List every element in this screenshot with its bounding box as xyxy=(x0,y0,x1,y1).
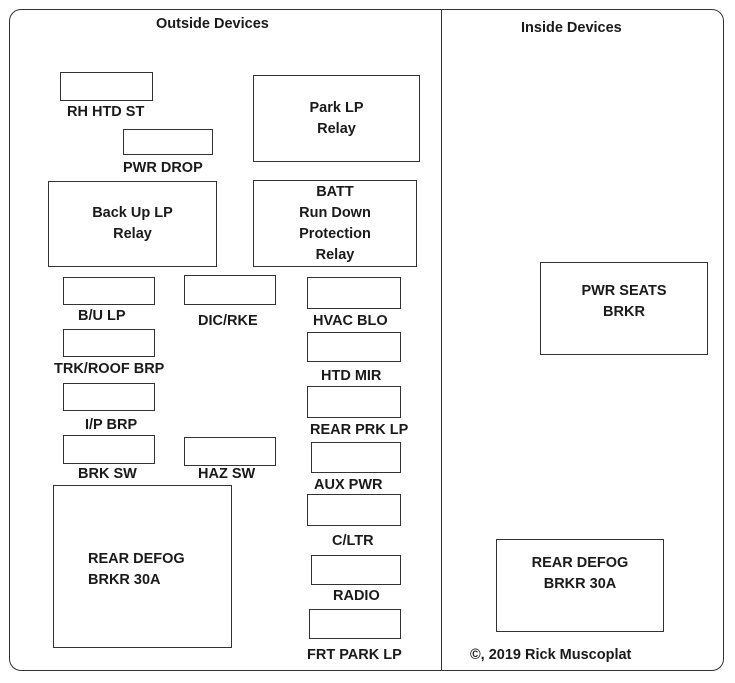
fuse-trk-roof-brp xyxy=(63,329,155,357)
relay-park-lp-line2: Relay xyxy=(317,120,356,137)
relay-batt-line4: Relay xyxy=(315,246,355,263)
breaker-pwr-seats-line2: BRKR xyxy=(603,304,645,320)
outside-devices-header: Outside Devices xyxy=(156,16,269,32)
breaker-rear-defog-inside-line1: REAR DEFOG xyxy=(531,555,629,571)
breaker-rear-defog-inside-line2: BRKR 30A xyxy=(543,576,617,592)
relay-batt-line3: Protection xyxy=(299,225,371,242)
fuse-label-bu-lp: B/U LP xyxy=(78,308,126,324)
fuse-label-hvac-blo: HVAC BLO xyxy=(313,313,388,329)
fuse-pwr-drop xyxy=(123,129,213,155)
fuse-rh-htd-st xyxy=(60,72,153,101)
relay-park-lp-line1: Park LP xyxy=(309,99,364,116)
fuse-rear-prk-lp xyxy=(307,386,401,418)
relay-batt-line1: BATT xyxy=(316,183,354,200)
fuse-label-haz-sw: HAZ SW xyxy=(198,466,256,482)
relay-batt-rundown: BATT Run Down Protection Relay xyxy=(253,180,417,267)
fuse-label-frt-park-lp: FRT PARK LP xyxy=(307,647,402,663)
fuse-bu-lp xyxy=(63,277,155,305)
fuse-frt-park-lp xyxy=(309,609,401,639)
fuse-hvac-blo xyxy=(307,277,401,309)
inside-devices-header: Inside Devices xyxy=(521,20,622,36)
relay-backup-lp-line2: Relay xyxy=(113,226,152,242)
fuse-label-c-ltr: C/LTR xyxy=(332,533,374,549)
relay-backup-lp: Back Up LP Relay xyxy=(48,181,217,267)
fuse-label-rh-htd-st: RH HTD ST xyxy=(67,104,145,120)
fuse-radio xyxy=(311,555,401,585)
breaker-rear-defog-outside-line1: REAR DEFOG xyxy=(88,551,185,567)
fuse-label-brk-sw: BRK SW xyxy=(78,466,137,482)
fuse-ip-brp xyxy=(63,383,155,411)
section-divider xyxy=(441,10,442,671)
relay-park-lp: Park LP Relay xyxy=(253,75,420,162)
fuse-label-pwr-drop: PWR DROP xyxy=(123,160,203,176)
relay-backup-lp-line1: Back Up LP xyxy=(92,205,173,221)
breaker-rear-defog-inside: REAR DEFOG BRKR 30A xyxy=(496,539,664,632)
fuse-label-ip-brp: I/P BRP xyxy=(85,417,138,433)
fuse-haz-sw xyxy=(184,437,276,466)
fuse-label-trk-roof-brp: TRK/ROOF BRP xyxy=(54,361,165,377)
copyright-notice: ©, 2019 Rick Muscoplat xyxy=(470,647,632,663)
fuse-htd-mir xyxy=(307,332,401,362)
fuse-label-rear-prk-lp: REAR PRK LP xyxy=(310,422,409,438)
fuse-panel-frame xyxy=(9,9,724,671)
fuse-c-ltr xyxy=(307,494,401,526)
breaker-pwr-seats: PWR SEATS BRKR xyxy=(540,262,708,355)
fuse-label-radio: RADIO xyxy=(333,588,380,604)
fuse-dic-rke xyxy=(184,275,276,305)
fuse-label-htd-mir: HTD MIR xyxy=(321,368,382,384)
fuse-aux-pwr xyxy=(311,442,401,473)
fuse-label-dic-rke: DIC/RKE xyxy=(198,313,258,329)
fuse-label-aux-pwr: AUX PWR xyxy=(314,477,383,493)
breaker-rear-defog-outside: REAR DEFOG BRKR 30A xyxy=(53,485,232,648)
fuse-brk-sw xyxy=(63,435,155,464)
relay-batt-line2: Run Down xyxy=(299,204,371,221)
breaker-rear-defog-outside-line2: BRKR 30A xyxy=(88,572,161,588)
breaker-pwr-seats-line1: PWR SEATS xyxy=(581,283,667,299)
